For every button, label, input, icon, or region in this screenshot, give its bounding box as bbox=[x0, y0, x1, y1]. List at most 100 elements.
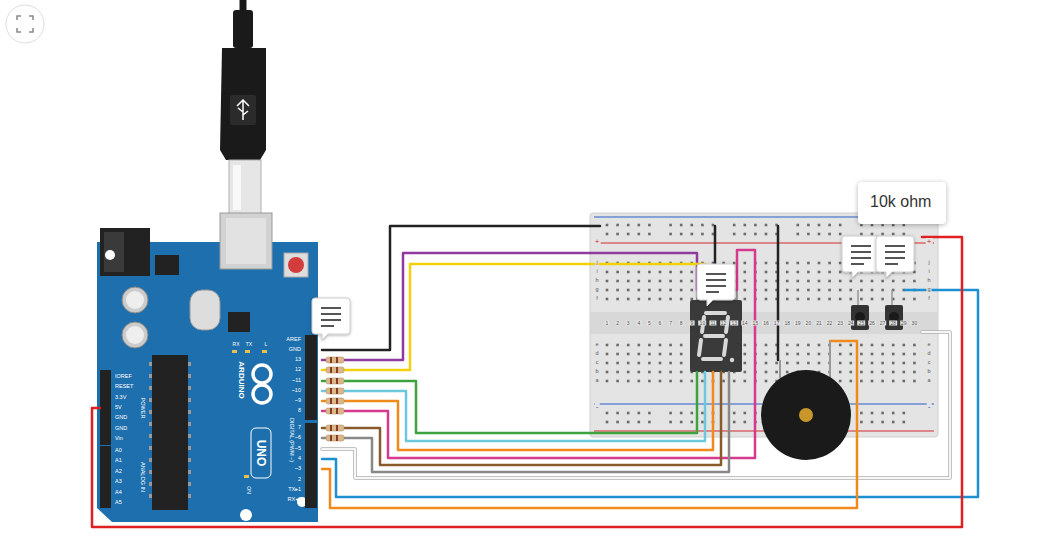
resistor-symbol bbox=[336, 367, 338, 373]
seven-segment-display bbox=[690, 290, 742, 372]
note-icon bbox=[876, 236, 914, 278]
breadboard-hole bbox=[627, 344, 630, 347]
breadboard-hole bbox=[638, 353, 641, 356]
arduino-board bbox=[149, 362, 191, 498]
breadboard-hole bbox=[818, 224, 821, 227]
usb-cable bbox=[220, 0, 266, 215]
arduino-board bbox=[226, 218, 266, 264]
breadboard-hole bbox=[765, 233, 768, 236]
breadboard-hole bbox=[828, 233, 831, 236]
note-icon bbox=[312, 236, 914, 340]
resistor-symbol bbox=[326, 367, 344, 373]
breadboard-hole bbox=[903, 280, 906, 283]
breadboard-hole bbox=[871, 362, 874, 365]
fullscreen-button bbox=[6, 5, 44, 43]
rail-sign: - bbox=[927, 403, 932, 411]
breadboard-hole bbox=[828, 262, 831, 265]
resistor-symbol bbox=[330, 357, 338, 441]
breadboard-hole bbox=[638, 280, 641, 283]
breadboard-hole bbox=[606, 271, 609, 274]
resistor-symbol bbox=[326, 357, 344, 441]
column-number: 5 bbox=[647, 321, 652, 326]
pin-label: 12 bbox=[295, 367, 301, 373]
breadboard-hole bbox=[860, 380, 863, 383]
breadboard-hole bbox=[807, 362, 810, 365]
usb-cable bbox=[233, 10, 253, 48]
breadboard-hole bbox=[903, 233, 906, 236]
arduino-board bbox=[149, 470, 152, 474]
breadboard-hole bbox=[606, 380, 609, 383]
breadboard-hole bbox=[680, 362, 683, 365]
arduino-board bbox=[149, 410, 152, 414]
column-number: 24 bbox=[847, 321, 855, 326]
arduino-board bbox=[251, 428, 271, 478]
row-letter: f bbox=[595, 296, 599, 302]
rail-sign: + bbox=[926, 238, 933, 246]
resistor-symbol bbox=[326, 357, 344, 363]
breadboard-hole bbox=[627, 353, 630, 356]
breadboard-hole bbox=[807, 233, 810, 236]
breadboard-hole bbox=[807, 344, 810, 347]
seven-segment-display bbox=[705, 334, 723, 338]
piezo-buzzer bbox=[829, 341, 831, 378]
breadboard-hole bbox=[638, 380, 641, 383]
breadboard-hole bbox=[871, 371, 874, 374]
breadboard-hole bbox=[627, 298, 630, 301]
wire bbox=[322, 253, 697, 360]
arduino-board bbox=[149, 482, 152, 486]
pin-label: A0 bbox=[115, 448, 122, 454]
resistor-symbol bbox=[336, 408, 338, 414]
arduino-board bbox=[188, 482, 191, 486]
piezo-buzzer bbox=[779, 360, 781, 378]
pin-label: 13 bbox=[295, 357, 301, 363]
note-icon bbox=[697, 264, 735, 306]
usb-cable bbox=[220, 48, 266, 160]
breadboard-hole bbox=[818, 344, 821, 347]
breadboard-hole bbox=[659, 371, 662, 374]
breadboard-hole bbox=[691, 233, 694, 236]
pin-label: 2 bbox=[298, 477, 301, 483]
breadboard-hole bbox=[691, 271, 694, 274]
breadboard-hole bbox=[913, 380, 916, 383]
breadboard-hole bbox=[733, 412, 736, 415]
breadboard-hole bbox=[828, 298, 831, 301]
resistor-symbol bbox=[326, 388, 344, 394]
breadboard-hole bbox=[881, 224, 884, 227]
note-icon bbox=[885, 263, 898, 265]
breadboard-hole bbox=[744, 233, 747, 236]
resistor-symbol bbox=[336, 378, 338, 384]
breadboard-hole bbox=[669, 271, 672, 274]
pin-label: Vin bbox=[115, 436, 123, 442]
row-letter: c bbox=[927, 360, 932, 366]
wire bbox=[322, 341, 857, 508]
pin-label: A4 bbox=[115, 490, 122, 496]
breadboard-hole bbox=[797, 233, 800, 236]
breadboard-hole bbox=[839, 380, 842, 383]
breadboard-hole bbox=[765, 289, 768, 292]
breadboard-hole bbox=[669, 280, 672, 283]
breadboard-hole bbox=[680, 344, 683, 347]
note-icon bbox=[706, 291, 719, 293]
breadboard-hole bbox=[860, 362, 863, 365]
arduino-board bbox=[152, 355, 188, 510]
column-number: 4 bbox=[636, 321, 641, 326]
breadboard-hole bbox=[616, 371, 619, 374]
arduino-board bbox=[188, 494, 191, 498]
breadboard-hole bbox=[627, 421, 630, 424]
model-label: UNO bbox=[255, 440, 267, 467]
breadboard-hole bbox=[744, 421, 747, 424]
arduino-board bbox=[228, 312, 250, 332]
breadboard-hole bbox=[744, 224, 747, 227]
note-icon bbox=[851, 245, 871, 247]
arduino-board bbox=[149, 374, 152, 378]
row-letter: e bbox=[926, 342, 931, 348]
arduino-board bbox=[100, 446, 111, 508]
arduino-board bbox=[149, 446, 152, 450]
breadboard-hole bbox=[860, 371, 863, 374]
breadboard-hole bbox=[680, 421, 683, 424]
breadboard-hole bbox=[871, 344, 874, 347]
breadboard-hole bbox=[797, 262, 800, 265]
arduino-board bbox=[149, 362, 152, 366]
breadboard-hole bbox=[807, 280, 810, 283]
